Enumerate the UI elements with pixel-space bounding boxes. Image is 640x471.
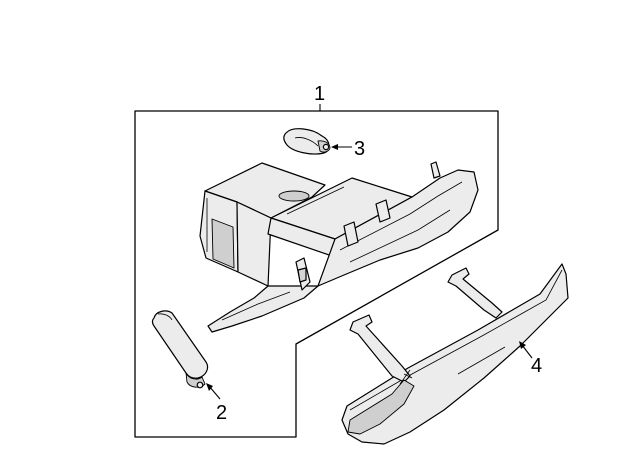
part-4-glovebox-door [341,263,569,445]
callout-3: 3 [354,138,365,160]
callout-4: 4 [531,355,542,377]
part-1-glovebox-housing [199,161,479,333]
part-3-bulb [283,128,331,155]
callout-1: 1 [314,83,325,105]
callout-3-arrow [331,144,338,150]
assembly-outline [134,110,499,438]
callout-2: 2 [216,402,227,424]
callout-4-leader [521,344,533,359]
callout-4-arrow [519,341,526,349]
callout-2-arrow [206,383,213,391]
part-2-damper [151,310,209,389]
